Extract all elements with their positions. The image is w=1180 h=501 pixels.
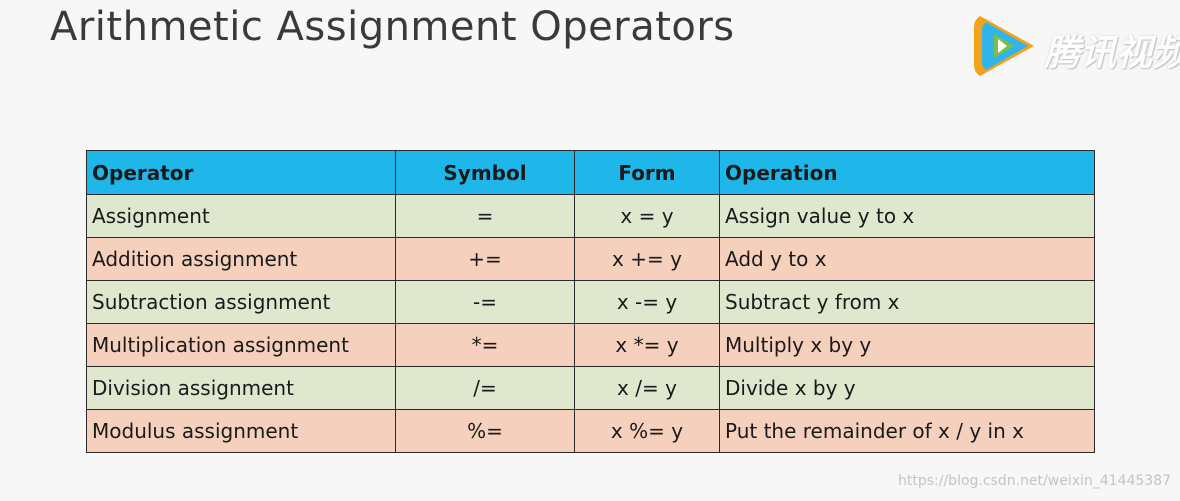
slide-title: Arithmetic Assignment Operators — [50, 4, 735, 50]
table-row: Addition assignment += x += y Add y to x — [86, 237, 1095, 281]
operator-cell: Multiplication assignment — [86, 323, 396, 367]
operator-cell: Modulus assignment — [86, 409, 396, 453]
operator-cell: Addition assignment — [86, 237, 396, 281]
operation-cell: Add y to x — [719, 237, 1095, 281]
operator-cell: Division assignment — [86, 366, 396, 410]
table-row: Subtraction assignment -= x -= y Subtrac… — [86, 280, 1095, 324]
symbol-cell: += — [395, 237, 575, 281]
header-form: Form — [574, 150, 720, 195]
header-operation: Operation — [719, 150, 1095, 195]
logo-text: 腾讯视频 — [1044, 33, 1180, 74]
tencent-video-play-icon — [974, 16, 1034, 76]
tencent-video-logo: 腾讯视频 — [972, 10, 1180, 80]
table-row: Assignment = x = y Assign value y to x — [86, 194, 1095, 238]
operation-cell: Multiply x by y — [719, 323, 1095, 367]
form-cell: x %= y — [574, 409, 720, 453]
operator-cell: Assignment — [86, 194, 396, 238]
symbol-cell: *= — [395, 323, 575, 367]
form-cell: x *= y — [574, 323, 720, 367]
operation-cell: Assign value y to x — [719, 194, 1095, 238]
header-symbol: Symbol — [395, 150, 575, 195]
form-cell: x += y — [574, 237, 720, 281]
header-operator: Operator — [86, 150, 396, 195]
symbol-cell: /= — [395, 366, 575, 410]
table-row: Multiplication assignment *= x *= y Mult… — [86, 323, 1095, 367]
operation-cell: Divide x by y — [719, 366, 1095, 410]
source-watermark: https://blog.csdn.net/weixin_41445387 — [898, 473, 1172, 489]
symbol-cell: %= — [395, 409, 575, 453]
operation-cell: Subtract y from x — [719, 280, 1095, 324]
form-cell: x = y — [574, 194, 720, 238]
symbol-cell: -= — [395, 280, 575, 324]
table-header-row: Operator Symbol Form Operation — [86, 150, 1095, 195]
operators-table: Operator Symbol Form Operation Assignmen… — [86, 150, 1095, 453]
form-cell: x /= y — [574, 366, 720, 410]
operator-cell: Subtraction assignment — [86, 280, 396, 324]
operation-cell: Put the remainder of x / y in x — [719, 409, 1095, 453]
table-row: Modulus assignment %= x %= y Put the rem… — [86, 409, 1095, 453]
symbol-cell: = — [395, 194, 575, 238]
table-row: Division assignment /= x /= y Divide x b… — [86, 366, 1095, 410]
form-cell: x -= y — [574, 280, 720, 324]
